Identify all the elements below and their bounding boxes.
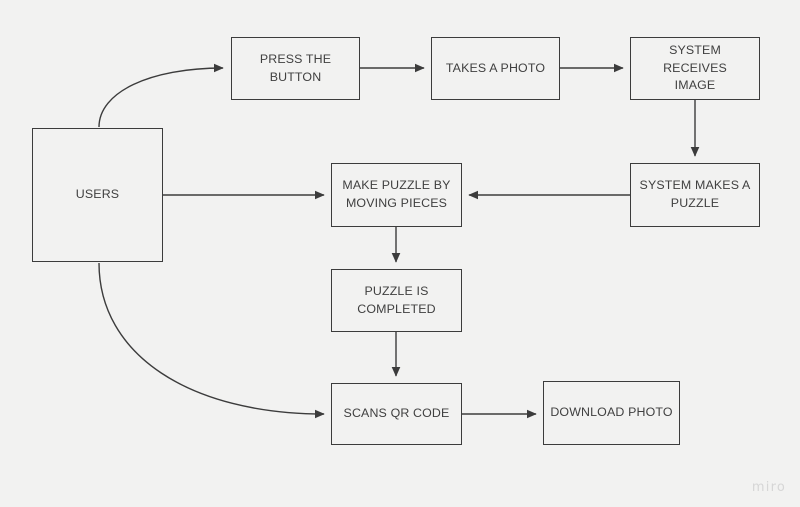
node-takes-a-photo-label: TAKES A PHOTO <box>445 60 546 75</box>
node-users-label: USERS <box>75 187 120 201</box>
edge-users-to-press-button <box>98 63 224 128</box>
miro-watermark: miro <box>751 480 786 495</box>
node-users[interactable]: USERS <box>32 128 163 262</box>
edge-users-to-scans-qr <box>98 262 325 419</box>
node-download-photo[interactable]: DOWNLOAD PHOTO <box>543 381 680 445</box>
node-make-puzzle-by-moving-pieces[interactable]: MAKE PUZZLE BY MOVING PIECES <box>331 163 462 227</box>
node-press-the-button[interactable]: PRESS THE BUTTON <box>231 37 360 100</box>
node-scans-qr-code[interactable]: SCANS QR CODE <box>331 383 462 445</box>
node-press-the-button-label: PRESS THE BUTTON <box>259 51 332 84</box>
node-takes-a-photo[interactable]: TAKES A PHOTO <box>431 37 560 100</box>
node-system-receives-image[interactable]: SYSTEM RECEIVES IMAGE <box>630 37 760 100</box>
node-system-receives-image-label: SYSTEM RECEIVES IMAGE <box>663 42 727 93</box>
node-scans-qr-code-label: SCANS QR CODE <box>343 406 450 420</box>
node-puzzle-is-completed[interactable]: PUZZLE IS COMPLETED <box>331 269 462 332</box>
node-system-makes-a-puzzle-label: SYSTEM MAKES A PUZZLE <box>639 178 751 210</box>
node-system-makes-a-puzzle[interactable]: SYSTEM MAKES A PUZZLE <box>630 163 760 227</box>
node-download-photo-label: DOWNLOAD PHOTO <box>550 405 673 419</box>
node-puzzle-is-completed-label: PUZZLE IS COMPLETED <box>357 283 436 316</box>
node-make-puzzle-by-moving-pieces-label: MAKE PUZZLE BY MOVING PIECES <box>342 178 451 210</box>
